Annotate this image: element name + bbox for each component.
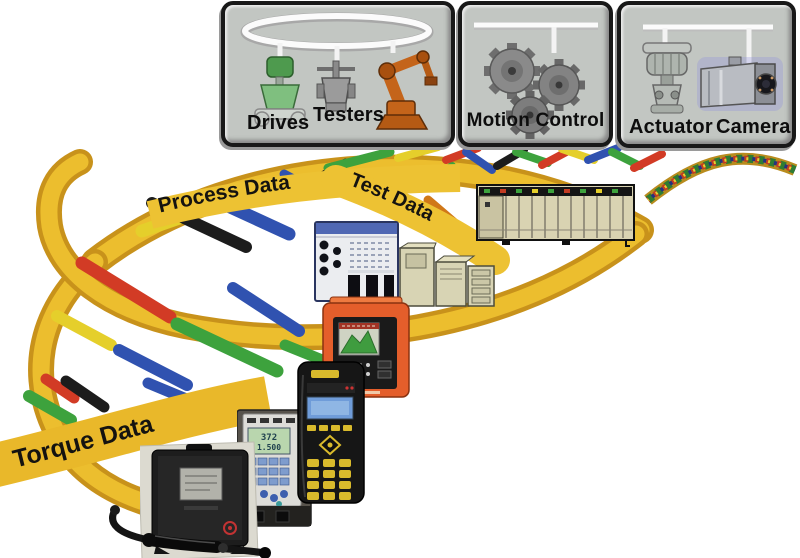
camera-icon xyxy=(697,56,783,111)
actuator-label: Actuator xyxy=(629,116,713,138)
connector-ports xyxy=(319,240,341,276)
motion-control-label: Motion Control xyxy=(466,110,605,131)
industrial-cabinets xyxy=(396,238,496,308)
logo-mark xyxy=(223,521,237,535)
waveform-graphic xyxy=(340,329,378,354)
equipment-box-actuator-camera: Actuator Camera xyxy=(617,1,796,148)
control-valve-icon xyxy=(254,56,306,127)
braided-wire-tail xyxy=(644,152,798,205)
plc-rack xyxy=(476,184,636,248)
weld-lcd-line2: 1.500 xyxy=(257,443,281,452)
handheld-keypad xyxy=(307,459,351,500)
weld-controller: 372 1.500 xyxy=(237,408,315,528)
weld-controller-lcd xyxy=(247,427,291,455)
drives-label: Drives xyxy=(247,112,310,134)
equipment-box-drives-testers: Drives Testers xyxy=(221,1,455,147)
torque-wrench-probe xyxy=(105,498,275,558)
tester-valve-icon xyxy=(316,60,356,112)
plc-wire xyxy=(625,240,630,247)
torque-meter xyxy=(140,440,260,558)
camera-label: Camera xyxy=(716,116,791,138)
network-controller xyxy=(314,221,400,303)
weld-lcd-line1: 372 xyxy=(261,433,277,443)
testers-label: Testers xyxy=(313,104,385,126)
brand-badge xyxy=(311,370,339,378)
robot-arm-icon xyxy=(375,50,438,130)
gears-icon xyxy=(484,43,585,139)
handheld-tester xyxy=(297,361,365,505)
equipment-box-motion-control: Motion Control xyxy=(458,1,613,147)
actuator-icon xyxy=(642,42,692,114)
